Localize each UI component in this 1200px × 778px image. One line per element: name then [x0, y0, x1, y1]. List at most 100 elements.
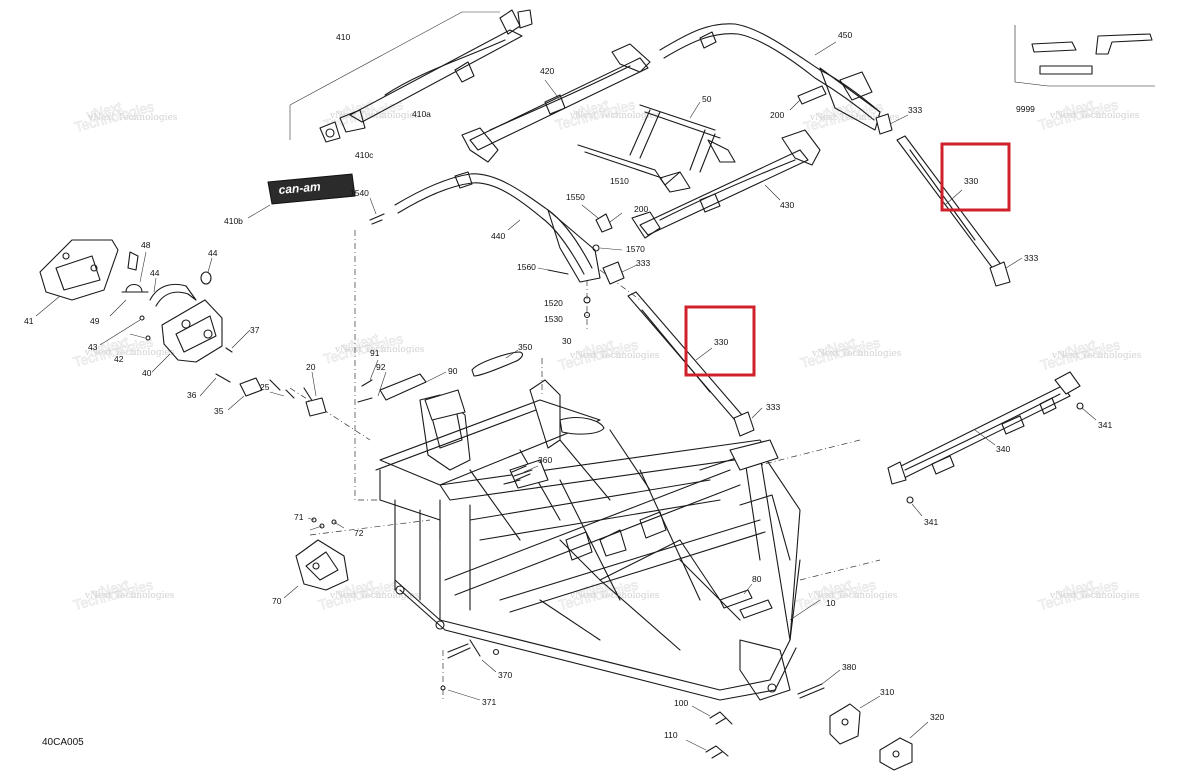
- callout-40: 40: [142, 368, 152, 378]
- callout-90: 90: [448, 366, 458, 376]
- callout-10: 10: [826, 598, 836, 608]
- callout-1520: 1520: [544, 298, 563, 308]
- part-340-side-bar: [887, 371, 1097, 517]
- callout-1540: 1540: [350, 188, 369, 198]
- part-440-roll-hoop: [394, 171, 638, 285]
- callout-80: 80: [752, 574, 762, 584]
- callout-labels: 410 410a 410c 410b 420 50 1510 450 200 3…: [24, 30, 1112, 740]
- part-330-tube-right: [896, 135, 1023, 287]
- callout-333-mid: 333: [636, 258, 650, 268]
- callout-48: 48: [141, 240, 151, 250]
- svg-text:vNext Technologies: vNext Technologies: [807, 591, 898, 601]
- drawing-code: 40CA005: [42, 737, 84, 748]
- callout-1560: 1560: [517, 262, 536, 272]
- brand-decal-text: can-am: [278, 179, 321, 197]
- part-40-mount: [99, 299, 251, 373]
- svg-text:vNext Technologies: vNext Technologies: [84, 591, 175, 601]
- part-41-bracket: [35, 239, 119, 317]
- guide-line: [599, 269, 641, 301]
- svg-text:vNext Technologies: vNext Technologies: [1049, 591, 1140, 601]
- callout-380: 380: [842, 662, 856, 672]
- part-10-main-frame: [375, 379, 821, 701]
- guide-line: [309, 519, 431, 536]
- svg-text:vNext Technologies: vNext Technologies: [334, 345, 425, 355]
- part-330-tube-center: [627, 291, 763, 437]
- svg-text:vNext Technologies: vNext Technologies: [569, 351, 660, 361]
- callout-310: 310: [880, 687, 894, 697]
- part-410b-decal: can-am: [247, 173, 356, 219]
- callout-350: 350: [518, 342, 532, 352]
- watermark-layer: vNext vNext Technologies Technologies vN…: [71, 96, 1141, 613]
- part-35-36-bushing: [199, 373, 263, 411]
- part-430-crossbar: [631, 129, 821, 239]
- svg-text:vNext Technologies: vNext Technologies: [329, 111, 420, 121]
- guide-line: [799, 559, 881, 581]
- guide-line: [289, 387, 371, 441]
- callout-9999: 9999: [1016, 104, 1035, 114]
- callout-410c: 410c: [355, 150, 374, 160]
- svg-text:vNext Technologies: vNext Technologies: [84, 348, 175, 358]
- callout-450: 450: [838, 30, 852, 40]
- watermark: vNext vNext Technologies Technologies: [794, 576, 898, 613]
- part-48-49-clamp: [109, 251, 149, 317]
- callout-410b: 410b: [224, 216, 243, 226]
- callout-43: 43: [88, 342, 98, 352]
- guide-line: [759, 439, 861, 466]
- part-350-strap: [471, 349, 523, 377]
- watermark: vNext vNext Technologies Technologies: [1036, 576, 1140, 613]
- callout-49: 49: [90, 316, 100, 326]
- part-100-110-brackets: [685, 705, 733, 759]
- callout-30: 30: [562, 336, 572, 346]
- callout-50: 50: [702, 94, 712, 104]
- guide-line: [354, 230, 380, 501]
- callout-320: 320: [930, 712, 944, 722]
- callout-430: 430: [780, 200, 794, 210]
- callout-330-center: 330: [714, 337, 728, 347]
- callout-200-mid: 200: [634, 204, 648, 214]
- callout-340: 340: [996, 444, 1010, 454]
- fasteners-1540-1570: [369, 197, 623, 319]
- callout-1550: 1550: [566, 192, 585, 202]
- assembly-guide-lines: [289, 230, 881, 700]
- callout-42: 42: [114, 354, 124, 364]
- callout-410: 410: [336, 32, 350, 42]
- svg-text:vNext Technologies: vNext Technologies: [329, 591, 420, 601]
- part-9999-decal-set: [1014, 25, 1155, 87]
- watermark: vNext vNext Technologies Technologies: [1036, 96, 1139, 133]
- callout-420: 420: [540, 66, 554, 76]
- watermark: vNext vNext Technologies Technologies: [1038, 336, 1141, 373]
- watermark: vNext vNext Technologies Technologies: [71, 576, 175, 613]
- part-320-bracket: [879, 721, 929, 771]
- callout-360: 360: [538, 455, 552, 465]
- part-310-bracket: [829, 695, 881, 745]
- part-44-hose: [149, 257, 213, 307]
- callout-1570: 1570: [626, 244, 645, 254]
- callout-341-right: 341: [1098, 420, 1112, 430]
- part-410-crossbar: [289, 9, 533, 143]
- callout-44-low: 44: [150, 268, 160, 278]
- part-450-roll-hoop: [659, 23, 909, 135]
- callout-333-low: 333: [766, 402, 780, 412]
- part-360-clips: [503, 465, 539, 485]
- callout-440: 440: [491, 231, 505, 241]
- part-20-25-pins: [269, 371, 327, 417]
- highlight-box-330-right: [940, 142, 1011, 212]
- part-380-rod: [797, 669, 841, 699]
- part-50-brace: [577, 101, 736, 193]
- highlight-box-330-center: [684, 305, 756, 377]
- callout-41: 41: [24, 316, 34, 326]
- callout-330-right: 330: [964, 176, 978, 186]
- part-80-bracket: [719, 583, 773, 619]
- watermark: vNext vNext Technologies Technologies: [798, 334, 901, 371]
- part-370-371-pins: [440, 639, 500, 701]
- callout-333-top: 333: [908, 105, 922, 115]
- watermark: vNext vNext Technologies Technologies: [72, 98, 177, 135]
- callout-333-right: 333: [1024, 253, 1038, 263]
- callout-36: 36: [187, 390, 197, 400]
- callout-92: 92: [376, 362, 386, 372]
- callout-371: 371: [482, 697, 496, 707]
- callout-72: 72: [354, 528, 364, 538]
- callout-341-low: 341: [924, 517, 938, 527]
